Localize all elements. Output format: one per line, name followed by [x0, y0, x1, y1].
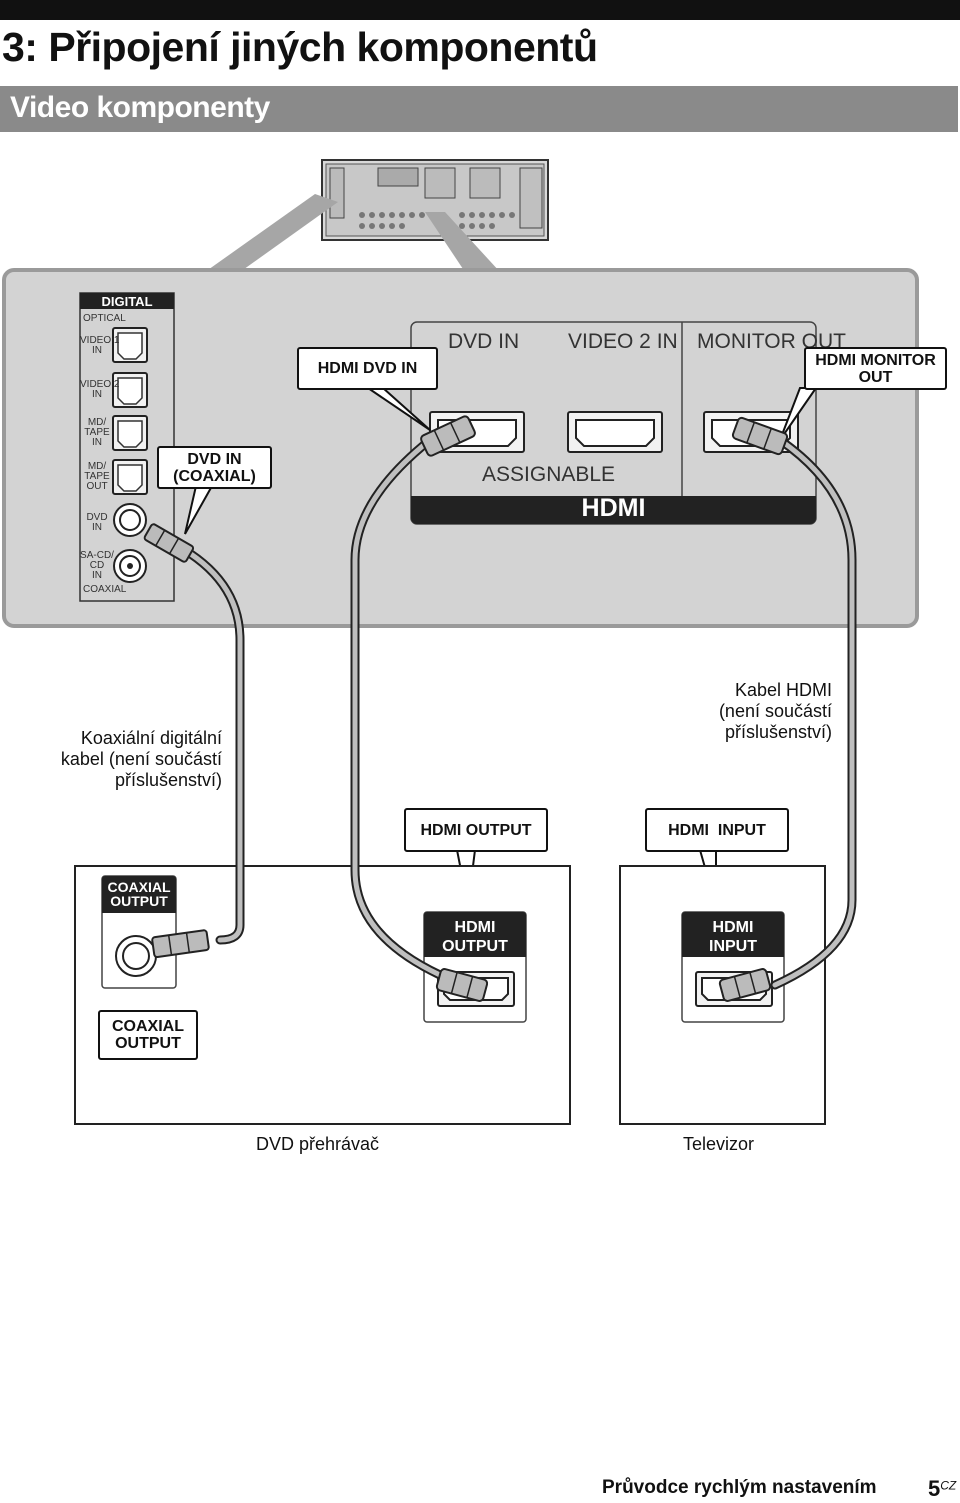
- hdmi-cable-tv: [770, 435, 857, 990]
- coaxial-jack-dvd: [113, 503, 147, 537]
- page-language-suffix: CZ: [940, 1478, 957, 1493]
- hdmi-dvd-in-header: DVD IN: [448, 330, 520, 353]
- page-title: 3: Připojení jiných komponentů: [2, 24, 598, 70]
- callout-coaxial-output: COAXIAL OUTPUT: [98, 1010, 198, 1060]
- md-tape-out-label: MD/ TAPE OUT: [84, 461, 110, 492]
- callout-hdmi-input: HDMI INPUT: [645, 808, 789, 852]
- assignable-label: ASSIGNABLE: [482, 463, 616, 486]
- footer-guide-title: Průvodce rychlým nastavením: [602, 1477, 877, 1498]
- section-title: Video komponenty: [10, 91, 270, 124]
- coaxial-cable-description: Koaxiální digitální kabel (není součástí…: [60, 728, 222, 790]
- callout-hdmi-output: HDMI OUTPUT: [404, 808, 548, 852]
- hdmi-bar: [411, 496, 816, 524]
- video1-in-label: VIDEO 1 IN: [80, 335, 119, 356]
- top-rule: [0, 0, 960, 20]
- digital-title: DIGITAL: [101, 294, 153, 309]
- digital-header: [80, 293, 174, 309]
- tv-hdmi-input-label: HDMI INPUT: [709, 919, 757, 955]
- zoom-wedge-right: [425, 212, 500, 272]
- video2-in-label: VIDEO 2 IN: [80, 379, 119, 400]
- md-tape-in-label: MD/ TAPE IN: [84, 417, 110, 448]
- tv-hdmi-header: [682, 912, 784, 957]
- hdmi-cable-description: Kabel HDMI (není součástí příslušenství): [718, 680, 832, 742]
- zoom-wedge-left: [205, 194, 338, 272]
- coaxial-cable: [171, 540, 245, 945]
- dvd-coaxial-jack: [115, 935, 157, 977]
- dvd-coaxial-output-label: COAXIAL OUTPUT: [107, 879, 171, 909]
- receiver-thumbnail: [321, 159, 549, 241]
- hdmi-cable-dvd: [350, 435, 445, 980]
- page-number-value: 5: [928, 1476, 941, 1501]
- tv-caption: Televizor: [683, 1134, 755, 1154]
- coaxial-jack-sacd: [113, 549, 147, 583]
- hdmi-plug-receiver-monitor: [731, 416, 789, 456]
- dvd-player-caption: DVD přehrávač: [256, 1134, 380, 1154]
- coaxial-plug-dvd: [151, 929, 210, 958]
- dvd-hdmi-output-label: HDMI OUTPUT: [442, 919, 508, 955]
- hdmi-bar-label: HDMI: [581, 494, 646, 522]
- dvd-coaxial-header: [102, 876, 176, 913]
- dvd-in-coax-label: DVD IN: [86, 512, 108, 533]
- sacd-cd-in-label: SA-CD/ CD IN: [80, 550, 114, 581]
- coaxial-label: COAXIAL: [83, 584, 127, 595]
- hdmi-plug-tv: [718, 968, 772, 1002]
- section-bar: Video komponenty: [0, 86, 958, 132]
- callout-hdmi-monitor-out: HDMI MONITOR OUT: [804, 347, 947, 390]
- coaxial-plug-receiver: [143, 523, 195, 563]
- optical-label: OPTICAL: [83, 313, 126, 324]
- callout-hdmi-dvd-in: HDMI DVD IN: [297, 347, 438, 390]
- callout-dvd-in-coaxial: DVD IN (COAXIAL): [157, 446, 272, 489]
- dvd-hdmi-header: [424, 912, 526, 957]
- hdmi-plug-receiver-dvd: [420, 415, 476, 457]
- hdmi-video2-in-header: VIDEO 2 IN: [568, 330, 678, 353]
- hdmi-plug-dvd: [435, 968, 489, 1002]
- optical-jack-sockets: [117, 332, 143, 492]
- page-number: 5CZ: [928, 1476, 956, 1502]
